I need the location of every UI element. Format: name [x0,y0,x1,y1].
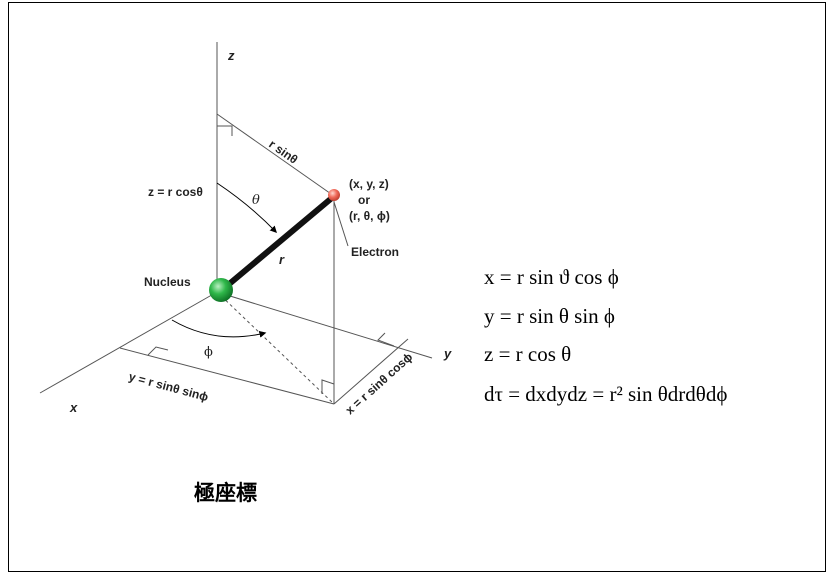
equation-x: x = r sin ϑ cos ϕ [484,265,619,289]
equation-y: y = r sin θ sin ϕ [484,304,615,328]
theta-arc [216,182,277,234]
x-projection-line [333,338,409,405]
phi-arc [171,319,267,338]
r-sin-theta-label: r sinθ [266,137,300,167]
y-projection-label: y = r sinθ sinϕ [127,369,210,404]
y-axis-line [216,291,433,359]
or-label: or [358,193,370,207]
z-axis-label: z [227,48,235,63]
cartesian-coord-label: (x, y, z) [349,177,389,191]
electron-sphere [328,189,340,201]
x-projection-label: x = r sinθ cosϕ [343,350,416,417]
equation-volume-element: dτ = dxdydz = r² sin θdrdθdϕ [484,382,728,406]
electron-pointer-line [333,201,349,247]
electron-label: Electron [351,245,399,259]
y-axis-label: y [443,346,452,361]
equation-z: z = r cos θ [484,342,572,366]
spherical-coord-label: (r, θ, ϕ) [349,209,390,223]
y-projection-line [119,347,335,405]
xy-plane-projection-dashed [216,291,335,405]
z-equals-r-cos-label: z = r cosθ [148,185,203,199]
caption-polar-coordinates: 極座標 [194,481,257,505]
electron-to-z-axis-line [216,113,335,197]
x-axis-line [39,291,218,394]
right-angle-marker-x [377,332,395,347]
radius-bond [219,194,336,293]
nucleus-label: Nucleus [144,275,191,289]
x-axis-label: x [69,400,78,415]
right-angle-marker-y [147,346,169,356]
right-angle-marker-bottom [321,379,335,394]
theta-label: θ [252,193,260,208]
nucleus-sphere [209,278,233,302]
right-angle-marker-z [217,125,233,136]
slide-frame [8,2,826,572]
phi-label: ϕ [204,345,213,360]
r-label: r [279,252,285,267]
